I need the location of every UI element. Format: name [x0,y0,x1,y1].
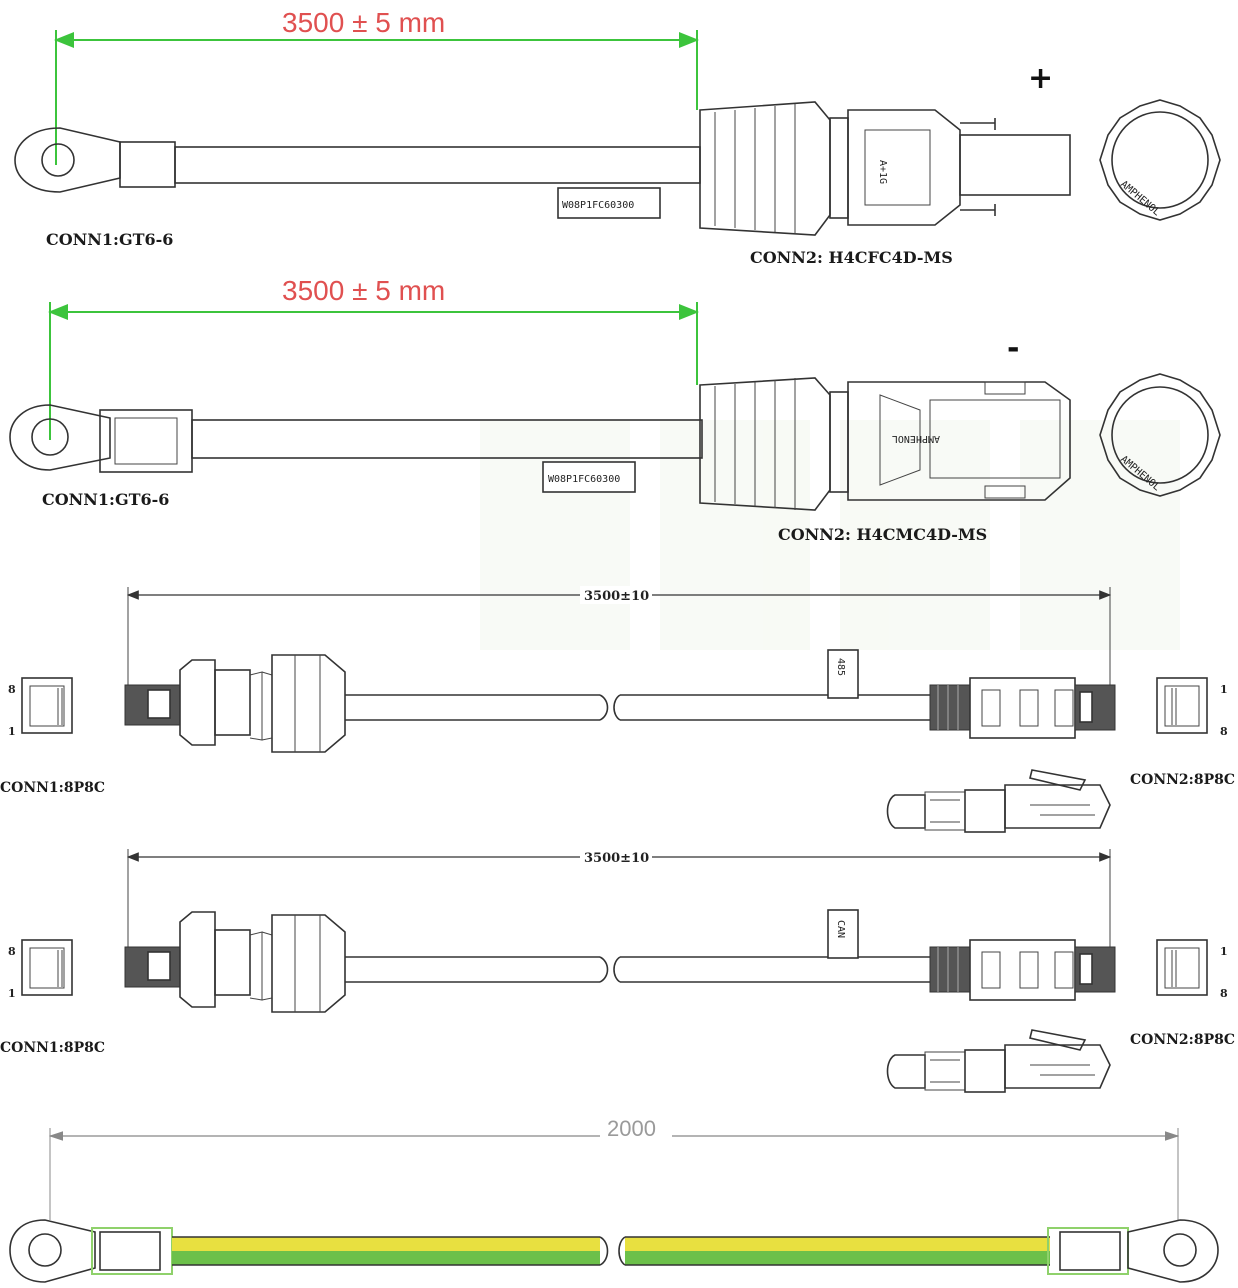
cable5-left-ring-lug [9,1219,173,1283]
cable4-pin-top-left: 8 [8,945,16,958]
cable1-connector-end-view: AMPHENOL [1099,99,1221,221]
cable3-length-dimension: 3500±10 [584,589,649,604]
cable4-left-plug-face [21,939,73,996]
cable1-tag: W08P1FC60300 [562,200,634,211]
cable4-plug-side-view [886,1029,1111,1093]
cable4-assembly: 3500±10 8 1 CAN [0,848,1235,1093]
cable5-length-dimension: 2000 [607,1116,656,1141]
cable1-housing-mark: A+1G [877,160,888,184]
cable1-conn2-label: CONN2: H4CFC4D-MS [750,248,953,267]
cable4-length-dimension: 3500±10 [584,851,649,866]
cable4-panel-gland-connector [124,911,346,1013]
cable2-conn1-label: CONN1:GT6-6 [42,490,169,509]
cable3-rj45-plug [929,677,1116,739]
cable3-left-plug-face [21,677,73,734]
cable2-tag: W08P1FC60300 [548,474,620,485]
cable4-pin-top-right: 1 [1220,945,1228,958]
cable1-polarity: + [1028,61,1053,96]
cable2-mc4-connector: AMPHENOL [699,377,1071,511]
cable5-assembly: 2000 [9,1116,1219,1283]
cable4-conn1-label: CONN1:8P8C [0,1040,105,1056]
cable3-tag: 485 [835,658,846,676]
cable4-conn2-label: CONN2:8P8C [1130,1032,1235,1048]
cable2-polarity: - [1007,331,1019,366]
cable3-panel-gland-connector [124,654,346,753]
cable2-assembly: 3500 ± 5 mm W08P1FC60300 AMPHENOL - [9,275,1221,544]
cable3-right-plug-face [1156,677,1208,734]
cable1-brand: AMPHENOL [1118,179,1162,218]
cable1-ring-lug [14,127,176,193]
cable4-tag: CAN [835,920,846,938]
cable3-pin-top-right: 1 [1220,683,1228,696]
cable4-right-plug-face [1156,939,1208,996]
cable4-pin-bottom-left: 1 [8,987,16,1000]
cable3-conn2-label: CONN2:8P8C [1130,772,1235,788]
cable4-rj45-plug [929,939,1116,1001]
cable2-brand-housing: AMPHENOL [892,433,940,444]
cable5-right-ring-lug [1047,1219,1219,1283]
cable3-pin-top-left: 8 [8,683,16,696]
cable2-ring-lug [9,404,193,473]
cable3-plug-side-view [886,769,1111,833]
cable2-length-dimension: 3500 ± 5 mm [282,275,445,306]
cable3-pin-bottom-right: 8 [1220,725,1228,738]
cable2-conn2-label: CONN2: H4CMC4D-MS [778,525,987,544]
cable1-mc4-connector: A+1G [699,101,1071,236]
cable1-conn1-label: CONN1:GT6-6 [46,230,173,249]
cable1-length-dimension: 3500 ± 5 mm [282,7,445,38]
cable3-pin-bottom-left: 1 [8,725,16,738]
cable3-assembly: 3500±10 8 1 485 [0,586,1235,833]
cable4-pin-bottom-right: 8 [1220,987,1228,1000]
cable1-assembly: 3500 ± 5 mm W08P1FC60300 A+1G [14,7,1221,267]
cable3-conn1-label: CONN1:8P8C [0,780,105,796]
